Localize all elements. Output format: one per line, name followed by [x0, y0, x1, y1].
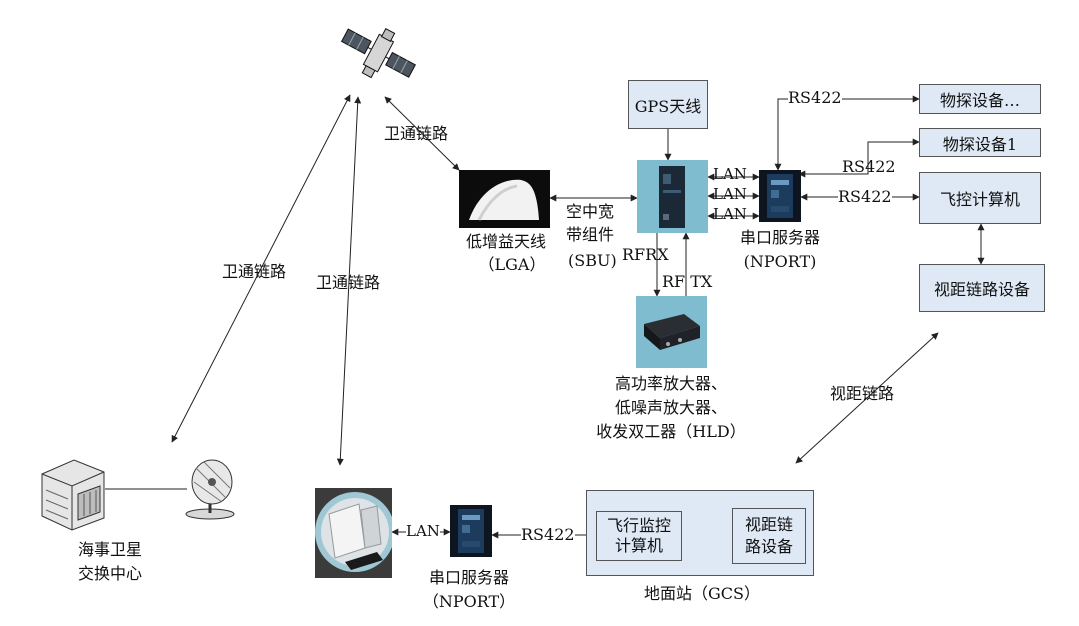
- lan-label-3: LAN: [713, 205, 747, 223]
- sbu-abbr-label: (SBU): [568, 251, 617, 270]
- satcom-link-sat-lga: [384, 96, 460, 171]
- satcom-link-sat-maritime: [171, 94, 351, 443]
- ground-lan-label: LAN: [406, 522, 440, 541]
- rs422-link-geo-etc: [774, 95, 920, 171]
- ground-terminal-image: [315, 488, 392, 578]
- rf-tx-label: RF TX: [662, 272, 713, 291]
- rs422-label-geo-1: RS422: [842, 157, 896, 176]
- lan-label-2: LAN: [713, 185, 747, 203]
- sbu-label-line1: 空中宽: [566, 202, 615, 221]
- flight-control-computer-box: 飞控计算机: [919, 172, 1041, 224]
- ground-nport-name-label: 串口服务器: [428, 568, 509, 587]
- ground-station-label: 地面站（GCS）: [644, 584, 760, 603]
- building-icon: [41, 459, 105, 531]
- lga-name-label: 低增益天线: [465, 232, 546, 251]
- rfrx-label: RFRX: [622, 245, 669, 264]
- gps-antenna-box: GPS天线: [628, 80, 708, 129]
- los-link-label: 视距链路: [830, 384, 895, 403]
- ground-rs422-label: RS422: [521, 525, 575, 544]
- maritime-center-label-line1: 海事卫星: [77, 540, 142, 559]
- flight-monitor-computer-box: 飞行监控 计算机: [596, 511, 682, 561]
- rs422-label-flight-ctrl: RS422: [838, 187, 892, 206]
- satcom-link-label-maritime: 卫通链路: [222, 262, 287, 281]
- maritime-center-label-line2: 交换中心: [77, 564, 142, 583]
- hld-label-line2: 低噪声放大器、: [614, 398, 727, 417]
- gcs-los-device-box: 视距链 路设备: [732, 508, 806, 564]
- ground-nport-device-image: [450, 505, 492, 557]
- sbu-label-line2: 带组件: [566, 225, 615, 244]
- ground-nport-abbr-label: （NPORT）: [422, 592, 516, 611]
- nport-abbr-label: (NPORT): [743, 252, 817, 271]
- geo-equipment-1-box: 物探设备1: [919, 128, 1041, 157]
- geo-equipment-etc-box: 物探设备…: [919, 84, 1041, 114]
- satcom-link-label-ground: 卫通链路: [316, 273, 381, 292]
- rs422-label-geo-etc: RS422: [788, 88, 842, 107]
- nport-device-image: [759, 170, 801, 222]
- los-link: [795, 332, 939, 464]
- los-link-device-box: 视距链路设备: [919, 264, 1045, 312]
- sbu-device-image: [637, 160, 708, 233]
- satellite-dish-icon: [185, 459, 235, 520]
- hld-label-line1: 高功率放大器、: [614, 374, 727, 393]
- hld-label-line3: 收发双工器（HLD）: [596, 422, 746, 441]
- nport-name-label: 串口服务器: [739, 228, 820, 247]
- rs422-link-geo-1: [798, 138, 920, 178]
- lga-abbr-label: （LGA）: [478, 255, 546, 274]
- lan-label-1: LAN: [713, 165, 747, 183]
- lga-antenna-image: [459, 170, 550, 228]
- satcom-link-sat-ground: [336, 96, 362, 466]
- hld-device-image: [636, 296, 707, 368]
- satellite-icon: [340, 28, 416, 79]
- satcom-link-label-lga: 卫通链路: [384, 124, 449, 143]
